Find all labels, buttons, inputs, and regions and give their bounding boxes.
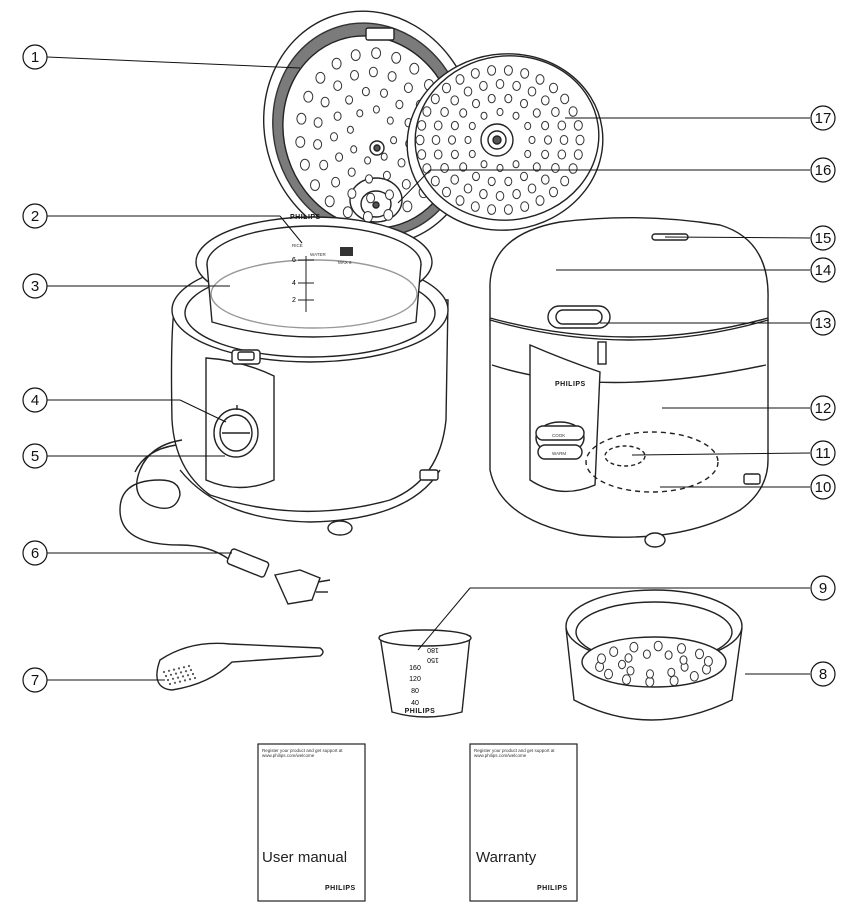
- cooker-brand: PHILIPS: [555, 381, 586, 388]
- callout-12: 12: [810, 395, 836, 421]
- svg-text:6: 6: [31, 545, 39, 562]
- cup-mark-180: 180: [427, 646, 439, 653]
- manual-small-line-1: Register your product and get support at: [262, 748, 343, 753]
- callout-15: 15: [810, 225, 836, 251]
- callout-10: 10: [810, 474, 836, 500]
- svg-text:14: 14: [815, 262, 832, 279]
- inner-lid-holes: [415, 65, 585, 215]
- svg-text:5: 5: [31, 448, 39, 465]
- svg-text:1: 1: [31, 49, 39, 66]
- svg-text:17: 17: [815, 110, 832, 127]
- pot-mark-2: 2: [292, 297, 296, 304]
- user-manual-booklet: Register your product and get support at…: [257, 743, 366, 902]
- cup-mark-150: 150: [427, 656, 439, 663]
- callout-3: 3: [22, 273, 48, 299]
- svg-text:9: 9: [819, 580, 827, 597]
- pot-rice-label: RICE: [292, 243, 303, 248]
- callout-9: 9: [810, 575, 836, 601]
- manual-brand: PHILIPS: [325, 885, 356, 892]
- cook-button: [535, 425, 585, 441]
- cup-marks: 180 150 160 120 80 40 PHILIPS: [405, 646, 439, 715]
- svg-text:16: 16: [815, 162, 832, 179]
- svg-text:4: 4: [31, 392, 39, 409]
- max-icon: [340, 247, 353, 256]
- leader-lines: [46, 56, 811, 681]
- heating-plate: [585, 431, 719, 493]
- cup-brand: PHILIPS: [405, 708, 436, 715]
- cup-mark-80: 80: [411, 688, 419, 695]
- pot-mark-6: 6: [292, 257, 296, 264]
- cup-mark-120: 120: [409, 676, 421, 683]
- callout-7: 7: [22, 667, 48, 693]
- svg-text:7: 7: [31, 672, 39, 689]
- warranty-small-line-2: www.philips.com/welcome: [474, 753, 527, 758]
- callout-14: 14: [810, 257, 836, 283]
- callout-5: 5: [22, 443, 48, 469]
- pot-water-label: WATER: [310, 252, 326, 257]
- pot-brand: PHILIPS: [290, 214, 321, 221]
- cord-strain-relief: [226, 548, 270, 578]
- cup-mark-160: 160: [409, 665, 421, 672]
- closed-cooker: [489, 216, 769, 548]
- warranty-title: Warranty: [476, 849, 537, 866]
- callout-1: 1: [22, 44, 48, 70]
- svg-text:10: 10: [815, 479, 832, 496]
- callout-6: 6: [22, 540, 48, 566]
- rice-spatula: [156, 642, 324, 691]
- plug: [274, 569, 321, 605]
- cook-label: COOK: [552, 433, 565, 438]
- callout-2: 2: [22, 203, 48, 229]
- measuring-cup: [378, 629, 472, 718]
- callout-17: 17: [810, 105, 836, 131]
- steaming-basket: [565, 589, 743, 721]
- callout-8: 8: [810, 661, 836, 687]
- warranty-booklet: Register your product and get support at…: [469, 743, 578, 902]
- warranty-small-line-1: Register your product and get support at: [474, 748, 555, 753]
- callout-4: 4: [22, 387, 48, 413]
- svg-text:2: 2: [31, 208, 39, 225]
- svg-text:13: 13: [815, 315, 832, 332]
- cup-mark-40: 40: [411, 700, 419, 707]
- svg-text:11: 11: [815, 445, 831, 462]
- svg-text:12: 12: [815, 400, 832, 417]
- temperature-sensor: [604, 445, 646, 467]
- pot-mark-4: 4: [292, 280, 296, 287]
- svg-text:15: 15: [815, 230, 832, 247]
- callout-11: 11: [810, 440, 836, 466]
- detachable-inner-lid: [406, 53, 604, 231]
- manual-small-line-2: www.philips.com/welcome: [262, 753, 315, 758]
- warranty-brand: PHILIPS: [537, 885, 568, 892]
- callout-16: 16: [810, 157, 836, 183]
- callout-13: 13: [810, 310, 836, 336]
- svg-text:3: 3: [31, 278, 39, 295]
- closed-lid: [489, 216, 769, 341]
- pot-max-label: MAX 6: [338, 260, 352, 265]
- warm-label: WARM: [552, 451, 566, 456]
- power-cord: [119, 439, 331, 605]
- warm-button: [537, 444, 583, 460]
- svg-text:8: 8: [819, 666, 827, 683]
- inner-pot: [195, 216, 433, 338]
- manual-title: User manual: [262, 849, 347, 866]
